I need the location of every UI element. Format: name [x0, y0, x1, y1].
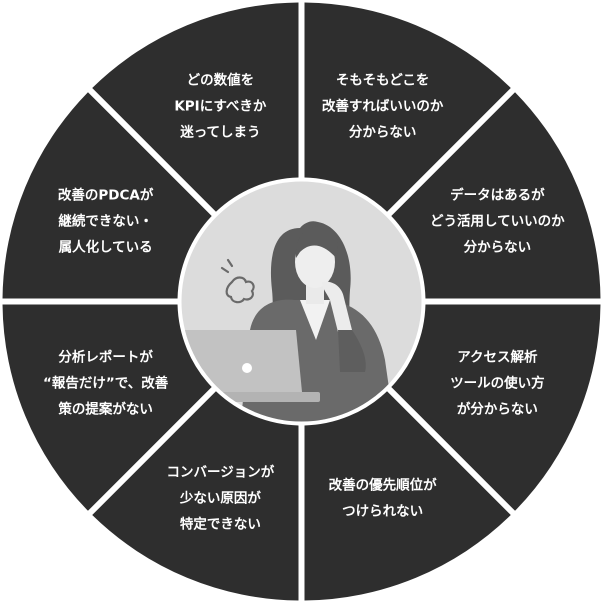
segment-label-line: “報告だけ”で、改善 [43, 375, 169, 392]
center-illustration [181, 181, 422, 422]
segment-label-line: 迷ってしまう [179, 124, 260, 141]
segment-label-line: 策の提案がない [58, 401, 153, 418]
wheel-segment [92, 391, 299, 601]
segment-label: 改善の優先順位がつけられない [329, 476, 437, 519]
segment-label-line: 改善すればいいのか [322, 98, 444, 115]
wheel-segment [304, 391, 511, 601]
wheel-segment [391, 92, 601, 299]
segment-label: 改善のPDCAが継続できない・属人化している [58, 186, 154, 255]
wheel-segment [2, 304, 212, 511]
segment-label-line: KPIにすべきか [174, 99, 267, 115]
wheel-segment [304, 2, 511, 212]
segment-label-line: が分からない [457, 401, 538, 418]
segment-label: 分析レポートが “報告だけ”で、改善策の提案がない [43, 349, 169, 418]
segment-label-line: 継続できない・ [58, 212, 153, 229]
segment-label-line: コンバージョンが [167, 463, 275, 480]
segment-label-line: 分からない [464, 239, 532, 255]
segment-label-line: データはあるが [450, 186, 545, 203]
wheel-segment [391, 304, 601, 511]
segment-label-line: アクセス解析 [457, 349, 538, 366]
segment-label-line: どの数値を [187, 72, 255, 89]
segment-label-line: そもそもどこを [336, 73, 430, 89]
segment-label: そもそもどこを改善すればいいのか分からない [322, 73, 444, 141]
segment-label-line: 特定できない [180, 515, 261, 532]
segment-label-line: 分析レポートが [58, 349, 153, 366]
segment-label-line: つけられない [342, 503, 423, 519]
segment-label-line: 少ない原因が [179, 489, 261, 506]
wheel-labels: そもそもどこを改善すればいいのか分からないデータはあるがどう活用していいのか分か… [43, 72, 565, 533]
segment-label-line: 分からない [349, 125, 417, 141]
person-worried-at-laptop-icon [181, 221, 395, 422]
segment-label-line: ツールの使い方 [450, 375, 545, 392]
segment-label: アクセス解析ツールの使い方が分からない [450, 349, 545, 418]
segment-label: コンバージョンが少ない原因が特定できない [167, 463, 275, 532]
segment-label-line: 改善の優先順位が [329, 476, 437, 493]
segment-label: どの数値を KPIにすべきか迷ってしまう [174, 72, 267, 141]
segment-label: データはあるがどう活用していいのか分からない [430, 186, 565, 255]
wheel-segment [92, 2, 299, 212]
wheel-segment [2, 92, 212, 299]
segment-label-line: どう活用していいのか [430, 212, 565, 229]
segment-label-line: 改善のPDCAが [58, 186, 154, 203]
segment-label-line: 属人化している [59, 238, 153, 255]
